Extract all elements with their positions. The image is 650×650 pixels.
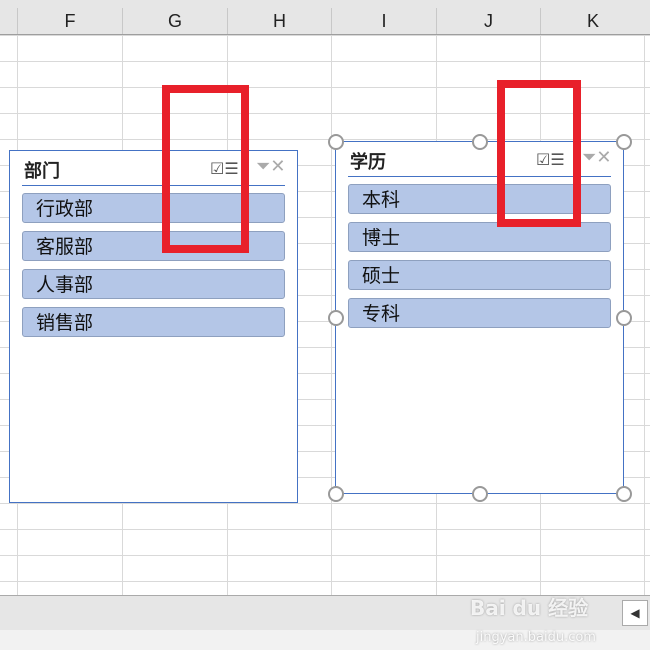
slicer-title: 学历	[350, 152, 386, 173]
resize-handle[interactable]	[616, 310, 632, 326]
divider	[22, 185, 285, 186]
column-header-k[interactable]: K	[540, 8, 645, 34]
divider	[348, 176, 611, 177]
slicer-item[interactable]: 博士	[348, 222, 611, 252]
slicer-department[interactable]: 部门 ☑☰ ⏷✕ 行政部 客服部 人事部 销售部	[9, 150, 298, 503]
scroll-left-button[interactable]: ◀	[622, 600, 648, 626]
slicer-item[interactable]: 销售部	[22, 307, 285, 337]
resize-handle[interactable]	[328, 310, 344, 326]
resize-handle[interactable]	[616, 486, 632, 502]
slicer-item[interactable]: 本科	[348, 184, 611, 214]
column-header-g[interactable]: G	[122, 8, 227, 34]
column-header-f[interactable]: F	[17, 8, 122, 34]
resize-handle[interactable]	[328, 134, 344, 150]
watermark-logo: Bai du 经验	[470, 596, 589, 620]
clear-filter-icon[interactable]: ⏷✕	[582, 147, 612, 168]
slicer-item[interactable]: 硕士	[348, 260, 611, 290]
resize-handle[interactable]	[328, 486, 344, 502]
highlight-box	[162, 85, 249, 253]
grid-line	[644, 35, 645, 595]
slicer-item[interactable]: 专科	[348, 298, 611, 328]
column-header-i[interactable]: I	[331, 8, 436, 34]
resize-handle[interactable]	[472, 134, 488, 150]
slicer-title: 部门	[24, 161, 60, 182]
highlight-box	[497, 80, 581, 227]
resize-handle[interactable]	[472, 486, 488, 502]
multi-select-icon[interactable]: ☑☰	[536, 150, 565, 169]
column-header-bar: F G H I J K	[0, 0, 650, 35]
resize-handle[interactable]	[616, 134, 632, 150]
slicer-item[interactable]: 人事部	[22, 269, 285, 299]
clear-filter-icon[interactable]: ⏷✕	[256, 156, 286, 177]
status-bar	[0, 630, 650, 650]
column-header-h[interactable]: H	[227, 8, 331, 34]
multi-select-icon[interactable]: ☑☰	[210, 159, 239, 178]
watermark-url: jingyan.baidu.com	[476, 630, 596, 645]
column-header-j[interactable]: J	[436, 8, 540, 34]
